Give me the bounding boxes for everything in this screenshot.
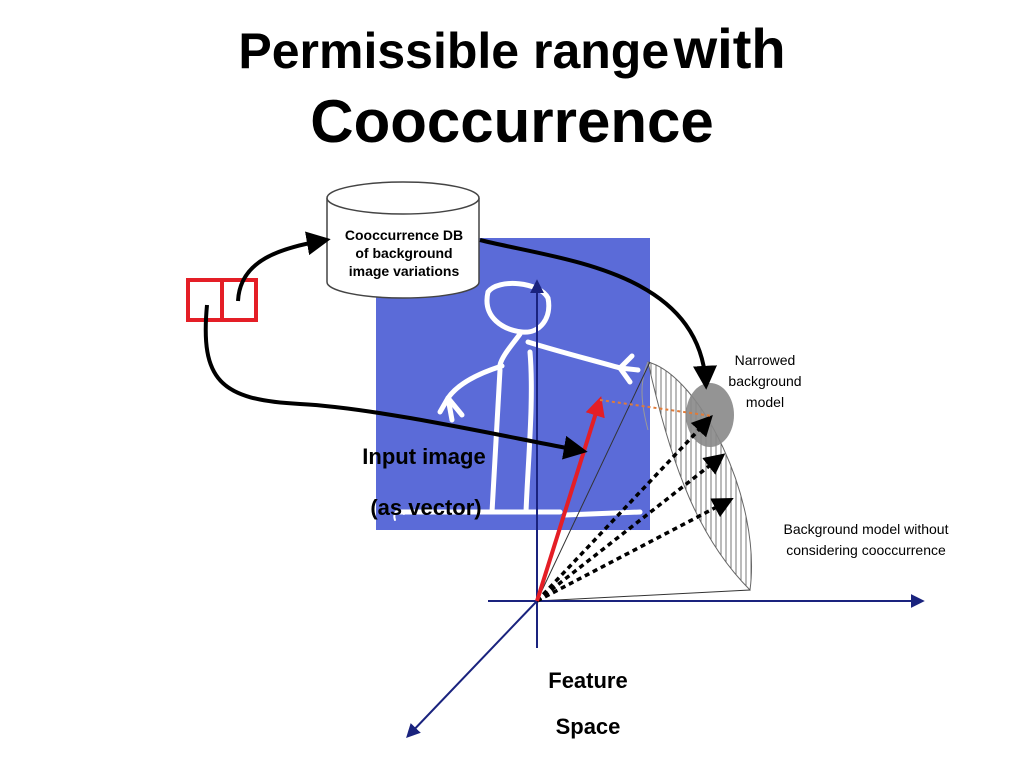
db-label-line-1: Cooccurrence DB xyxy=(345,227,463,243)
nearest-distance-link xyxy=(599,399,713,417)
feature-axes xyxy=(406,279,925,739)
arrow-patch-to-db xyxy=(236,231,331,302)
input-patch xyxy=(186,278,258,322)
cooccurrence-db: Cooccurrence DB of background image vari… xyxy=(326,181,480,299)
feature-label-line-1: Feature xyxy=(548,668,627,693)
model-vector-2 xyxy=(535,453,726,603)
feature-label-line-2: Space xyxy=(556,714,621,739)
arrow-patch-to-vector xyxy=(203,304,588,460)
input-vector xyxy=(535,396,605,602)
title-part-1: Permissible range xyxy=(238,23,670,79)
cone-line-upper xyxy=(536,361,651,602)
slide-title: Permissible range with Cooccurrence xyxy=(0,14,1024,159)
background-model-edge xyxy=(641,361,649,431)
model-vector-1 xyxy=(535,414,713,603)
narrowed-label-line-3: model xyxy=(746,394,784,410)
cone-line-lower xyxy=(536,589,751,602)
db-body xyxy=(326,198,480,299)
db-top xyxy=(326,181,480,215)
bg-model-label-line-2: considering cooccurrence xyxy=(786,542,946,558)
narrowed-label-line-1: Narrowed xyxy=(735,352,796,368)
input-label-line-1: Input image xyxy=(362,444,485,469)
bg-model-label-line-1: Background model without xyxy=(784,521,949,537)
narrowed-label-line-2: background xyxy=(728,373,801,389)
db-label-line-3: image variations xyxy=(349,263,460,279)
model-vector-3 xyxy=(536,498,734,603)
flow-arrows xyxy=(203,231,717,460)
title-part-3: Cooccurrence xyxy=(310,88,714,155)
patch-box-right xyxy=(220,278,258,322)
model-vectors xyxy=(535,414,734,603)
arrow-db-to-narrowed xyxy=(479,238,717,390)
db-label-line-2: of background xyxy=(355,245,452,261)
axis-diagonal xyxy=(406,600,538,739)
input-label-line-2: (as vector) xyxy=(370,495,481,520)
title-part-2: with xyxy=(673,17,786,80)
